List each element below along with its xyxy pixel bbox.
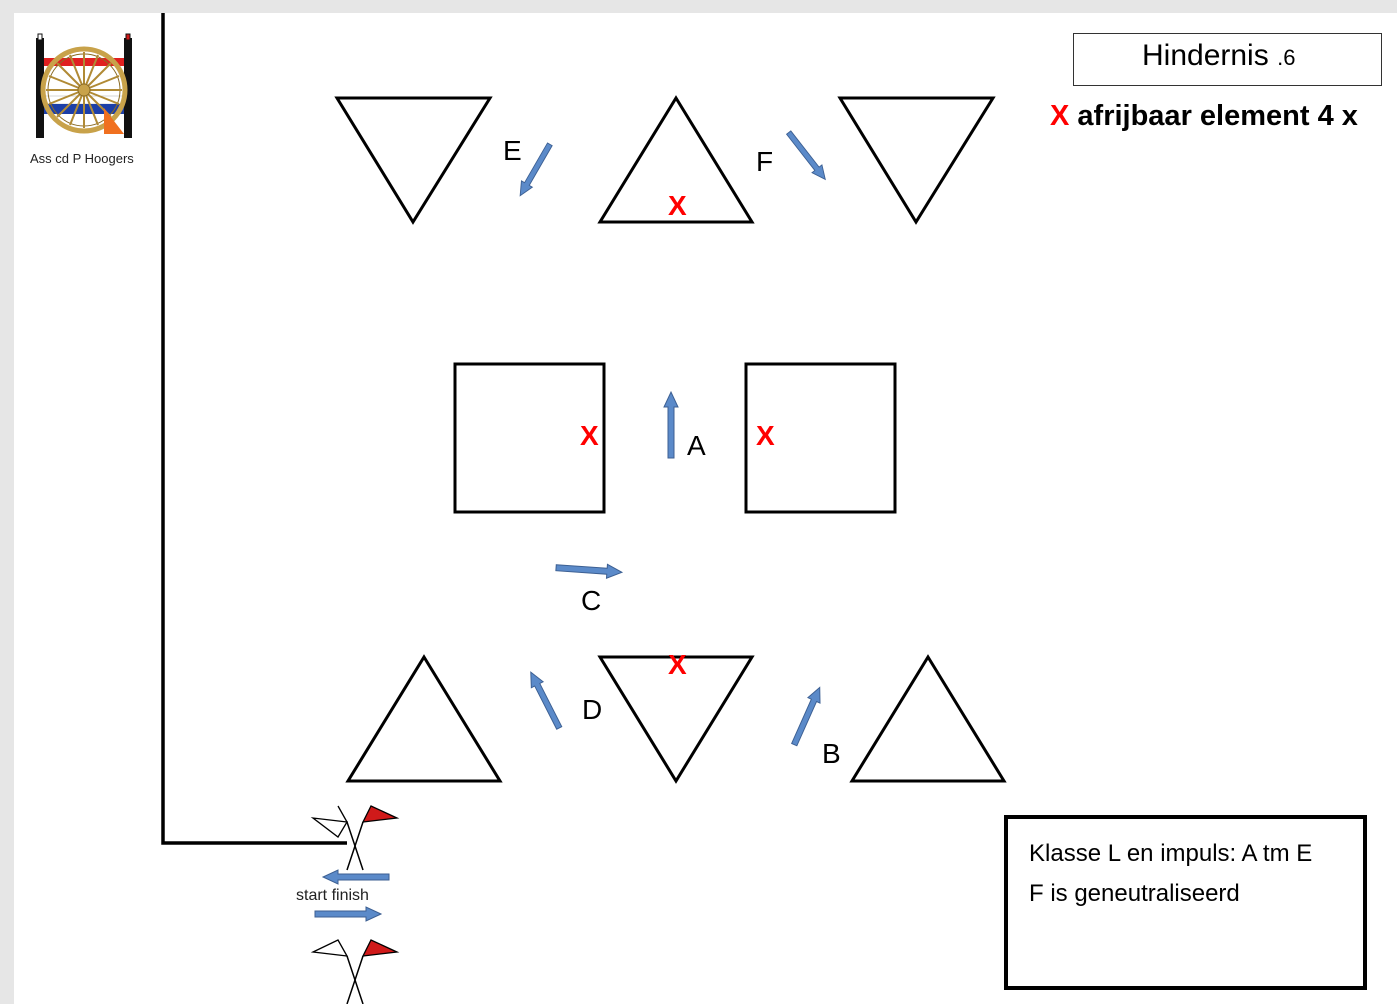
title-number: .6 bbox=[1277, 45, 1296, 70]
x-marker-top-center: X bbox=[668, 190, 687, 221]
gate-label-b: B bbox=[822, 738, 841, 769]
obstacle-triangle-bottom-left bbox=[345, 654, 503, 783]
start-finish-label: start finish bbox=[296, 887, 369, 904]
red-flag-icon bbox=[361, 805, 400, 823]
obstacle-square-left bbox=[453, 362, 606, 514]
arrow-c-icon bbox=[555, 560, 623, 580]
arrow-f-icon bbox=[783, 128, 831, 184]
obstacle-triangle-top-right bbox=[837, 96, 996, 225]
arena-boundary bbox=[161, 13, 347, 845]
arrow-b-icon bbox=[787, 684, 827, 748]
obstacle-triangle-bottom-right bbox=[849, 654, 1007, 783]
x-marker-square-right: X bbox=[756, 420, 775, 451]
start-flags-lower bbox=[310, 939, 400, 1004]
title-text: Hindernis .6 bbox=[1142, 39, 1296, 72]
class-info-line-1: Klasse L en impuls: A tm E bbox=[1029, 840, 1313, 867]
gate-label-d: D bbox=[582, 694, 603, 725]
gate-label-f: F bbox=[756, 146, 774, 177]
class-info-line-2: F is geneutraliseerd bbox=[1029, 880, 1240, 907]
obstacle-triangle-top-center bbox=[597, 95, 755, 224]
logo-caption: Ass cd P Hoogers bbox=[30, 151, 134, 166]
gate-label-e: E bbox=[503, 135, 522, 166]
gate-label-c: C bbox=[581, 585, 602, 616]
title-box: Hindernis .6 bbox=[1073, 33, 1382, 86]
class-info-box: Klasse L en impuls: A tm E F is geneutra… bbox=[1004, 815, 1367, 990]
legend-text: afrijbaar element 4 x bbox=[1077, 100, 1358, 132]
arrow-a-icon bbox=[663, 391, 679, 459]
x-marker-bottom-center: X bbox=[668, 649, 687, 680]
club-logo bbox=[36, 33, 132, 138]
obstacle-triangle-bottom-center bbox=[597, 655, 755, 784]
arrow-d-icon bbox=[524, 668, 566, 732]
arrow-finish-right-icon bbox=[314, 906, 382, 922]
legend-marker: X bbox=[1050, 100, 1070, 132]
start-flags-upper bbox=[310, 805, 400, 871]
x-marker-square-left: X bbox=[580, 420, 599, 451]
obstacle-triangle-top-left bbox=[334, 96, 493, 225]
obstacle-square-right bbox=[744, 362, 897, 514]
gate-label-a: A bbox=[687, 430, 706, 461]
arrow-start-left-icon bbox=[322, 869, 390, 885]
legend: X afrijbaar element 4 x bbox=[1050, 100, 1358, 133]
